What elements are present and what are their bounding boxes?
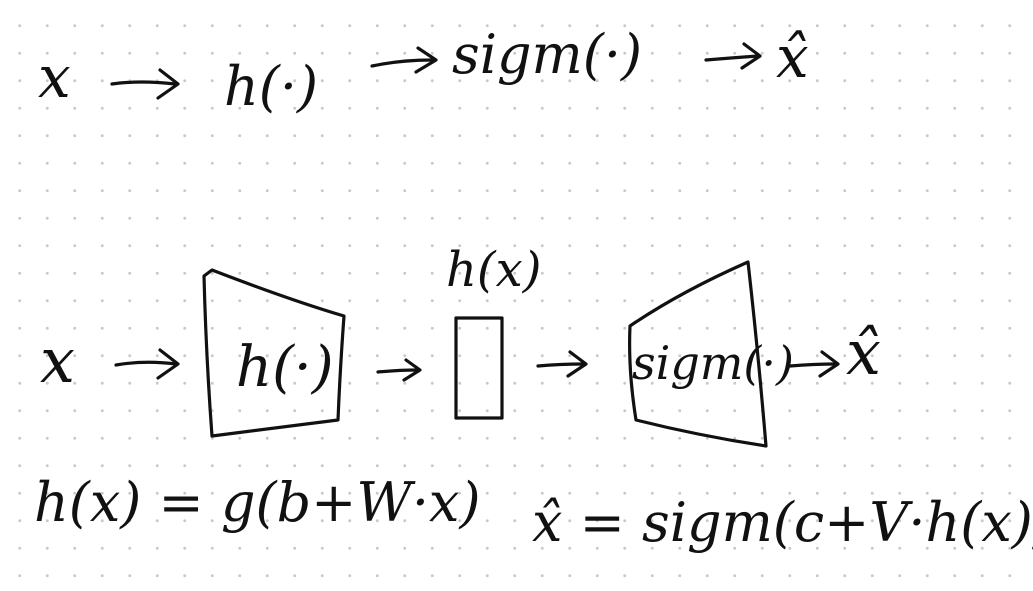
encoder-label: h(·)	[236, 335, 334, 400]
diagram-arrow-4	[788, 350, 840, 378]
diagram-output: x̂	[846, 316, 881, 389]
reconstruction-equation: x̂ = sigm(c+V·h(x))	[532, 491, 1033, 554]
diagram-arrow-3	[536, 350, 588, 378]
diagram-arrow-2	[376, 358, 422, 382]
top-arrow-2	[370, 46, 438, 74]
top-arrow-3	[704, 42, 762, 70]
hidden-equation: h(x) = g(b+W·x)	[34, 471, 481, 534]
pipeline-decoder: sigm(·)	[452, 23, 643, 86]
code-box	[454, 316, 504, 420]
top-arrow-1	[110, 68, 180, 100]
decoder-box	[628, 260, 768, 448]
decoder-label: sigm(·)	[632, 336, 794, 390]
code-label: h(x)	[446, 242, 542, 298]
encoder-box	[202, 268, 346, 438]
pipeline-output: x̂	[776, 23, 809, 91]
diagram-arrow-1	[114, 348, 180, 380]
diagram-input: x	[40, 324, 75, 397]
pipeline-input: x	[38, 43, 71, 111]
pipeline-encoder: h(·)	[224, 55, 319, 118]
